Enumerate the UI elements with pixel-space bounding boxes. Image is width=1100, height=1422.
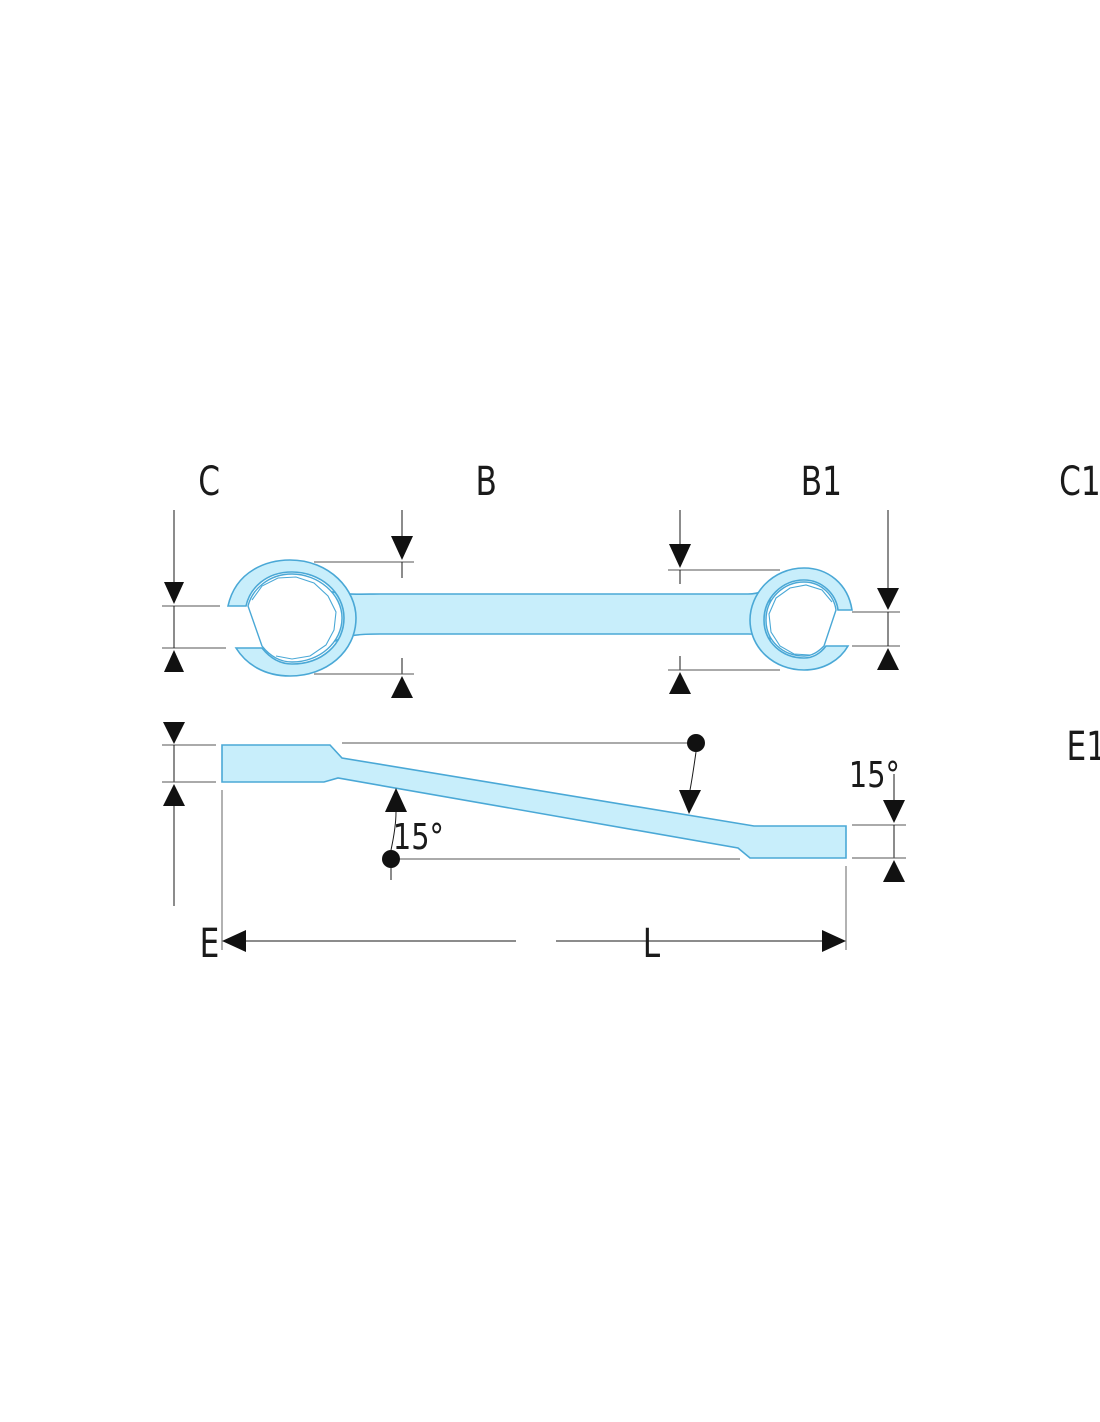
- angle-top: [342, 734, 705, 814]
- wrench-head-left-opening: [247, 573, 343, 663]
- wrench-head-left-teeth: [251, 576, 337, 660]
- dimension-e-arrow-up: [163, 784, 185, 806]
- dimension-c1: [852, 510, 900, 670]
- dimension-c1-arrow-down: [877, 588, 899, 610]
- dimension-c-arrow-up: [164, 650, 184, 672]
- label-b1: B1: [801, 459, 842, 505]
- angle-top-vertex-dot: [687, 734, 705, 752]
- angle-bottom: [382, 788, 740, 880]
- label-angle-top: 15°: [849, 754, 900, 796]
- label-angle-bottom: 15°: [393, 816, 444, 858]
- dimension-e1: [852, 774, 906, 882]
- label-e1: E1: [1067, 724, 1100, 770]
- wrench-head-right: [749, 567, 853, 671]
- dimension-e: [162, 722, 216, 906]
- wrench-side-view: [221, 744, 847, 859]
- label-c: C: [198, 459, 220, 505]
- dimension-c-arrow-down: [164, 582, 184, 604]
- angle-bottom-arrow: [385, 788, 407, 812]
- angle-bottom-vertex-dot: [382, 850, 400, 868]
- dimension-l: [221, 790, 847, 952]
- dimension-l-arrow-left: [222, 930, 246, 952]
- dimension-b-arrow-down: [391, 536, 413, 560]
- wrench-head-right-opening: [765, 581, 837, 657]
- dimension-e-arrow-down: [163, 722, 185, 744]
- dimension-e1-arrow-up: [883, 860, 905, 882]
- dimension-c1-arrow-up: [877, 648, 899, 670]
- wrench-top-view: [227, 559, 853, 677]
- label-l: L: [643, 921, 660, 967]
- wrench-side-profile: [221, 744, 847, 859]
- wrench-head-left: [227, 559, 357, 677]
- wrench-handle: [317, 584, 771, 648]
- dimension-e1-arrow-down: [883, 800, 905, 823]
- wrench-head-right-teeth: [768, 584, 833, 656]
- dimension-b1: [668, 510, 780, 694]
- dimension-l-arrow-right: [822, 930, 846, 952]
- dimension-b-arrow-up: [391, 676, 413, 698]
- dimension-b: [314, 510, 414, 698]
- angle-top-arrow: [679, 790, 701, 814]
- dimension-b1-arrow-up: [669, 672, 691, 694]
- dimension-c: [162, 510, 226, 672]
- label-b: B: [475, 459, 496, 505]
- dimension-b1-arrow-down: [669, 544, 691, 568]
- label-e: E: [200, 921, 220, 967]
- label-c1: C1: [1059, 459, 1100, 505]
